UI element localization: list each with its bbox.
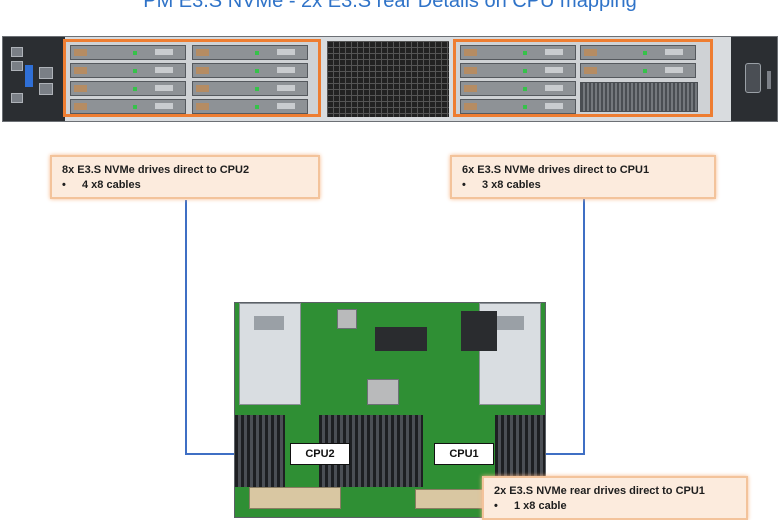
cpu2-label: CPU2 xyxy=(290,443,350,465)
dimm-slots xyxy=(235,415,285,487)
power-button-icon xyxy=(767,71,771,89)
callout-heading: 6x E3.S NVMe drives direct to CPU1 xyxy=(462,164,650,176)
power-supply-left xyxy=(239,303,301,405)
drive-bay xyxy=(460,99,576,114)
port-icon xyxy=(11,47,23,57)
callout-item-text: 1 x8 cable xyxy=(514,500,567,512)
port-icon xyxy=(11,93,23,103)
bullet-glyph: • xyxy=(494,500,498,512)
drive-group-cpu2 xyxy=(63,39,321,117)
callout-bullet-item: • 1 x8 cable xyxy=(494,499,736,514)
riser-card xyxy=(249,487,341,509)
dimm-slots xyxy=(495,415,545,487)
chip xyxy=(375,327,427,351)
chip xyxy=(461,311,497,351)
callout-rear: 2x E3.S NVMe rear drives direct to CPU1 … xyxy=(482,476,748,520)
drive-bay xyxy=(192,81,308,96)
drive-bay xyxy=(580,63,696,78)
page-title: PM E3.S NVMe - 2x E3.S rear Details on C… xyxy=(143,0,637,12)
heatsink xyxy=(367,379,399,405)
drive-bay xyxy=(70,99,186,114)
drive-bay xyxy=(192,63,308,78)
vga-port-icon xyxy=(745,63,761,93)
bullet-glyph: • xyxy=(62,179,66,191)
port-icon xyxy=(39,83,53,95)
drive-bay xyxy=(580,45,696,60)
port-icon xyxy=(11,61,23,71)
callout-heading: 8x E3.S NVMe drives direct to CPU2 xyxy=(62,164,250,176)
drive-bay xyxy=(70,81,186,96)
port-icon xyxy=(39,67,53,79)
callout-heading: 2x E3.S NVMe rear drives direct to CPU1 xyxy=(494,485,705,497)
heatsink xyxy=(337,309,357,329)
usb-port-icon xyxy=(25,65,33,87)
callout-item-text: 4 x8 cables xyxy=(82,179,141,191)
callout-bullet-item: • 3 x8 cables xyxy=(462,178,704,193)
drive-bay xyxy=(460,81,576,96)
drive-bay xyxy=(192,99,308,114)
callout-cpu2: 8x E3.S NVMe drives direct to CPU2 • 4 x… xyxy=(50,155,320,199)
callout-item-text: 3 x8 cables xyxy=(482,179,541,191)
drive-group-cpu1 xyxy=(453,39,713,117)
center-vent-grille xyxy=(327,41,449,117)
drive-bay-column xyxy=(460,45,576,115)
drive-bay-column xyxy=(70,45,186,115)
drive-bay xyxy=(460,45,576,60)
callout-bullet-item: • 4 x8 cables xyxy=(62,178,308,193)
drive-bay xyxy=(192,45,308,60)
cpu1-label: CPU1 xyxy=(434,443,494,465)
drive-bay xyxy=(460,63,576,78)
drive-bay-column xyxy=(580,45,696,115)
bullet-glyph: • xyxy=(462,179,466,191)
drive-bay xyxy=(70,63,186,78)
right-control-panel xyxy=(731,37,777,121)
left-control-panel xyxy=(3,37,65,121)
drive-bay xyxy=(70,45,186,60)
callout-cpu1: 6x E3.S NVMe drives direct to CPU1 • 3 x… xyxy=(450,155,716,199)
server-chassis-front xyxy=(2,36,778,122)
drive-bay-column xyxy=(192,45,308,115)
drive-bay-blank xyxy=(580,82,698,112)
